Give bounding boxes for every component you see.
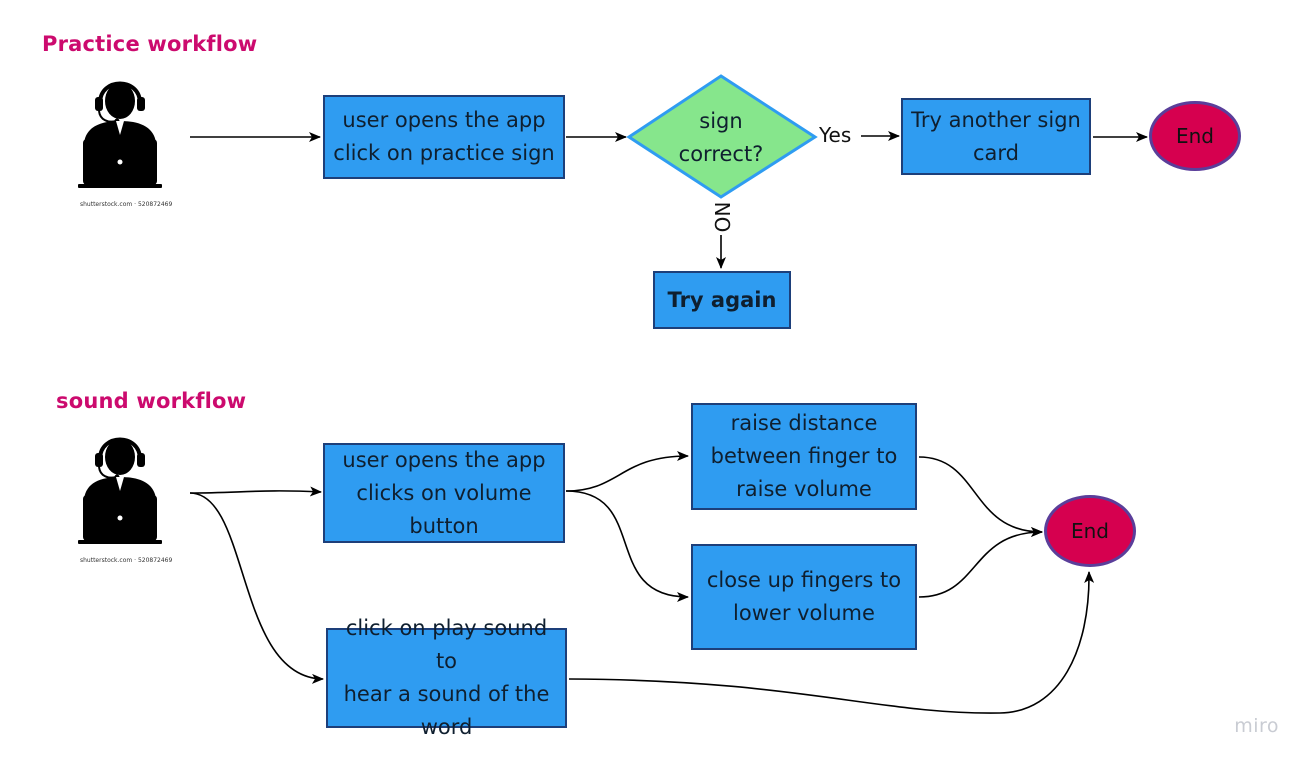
try-again-box: Try again bbox=[653, 271, 791, 329]
arrow-lower-to-end bbox=[918, 527, 1043, 598]
sound-end-node: End bbox=[1044, 495, 1136, 567]
decision-diamond bbox=[626, 74, 818, 199]
lower-volume-box: close up fingers to lower volume bbox=[691, 544, 917, 650]
arrow-volume-to-lower bbox=[565, 490, 689, 602]
yes-label: Yes bbox=[819, 123, 852, 147]
support-agent-icon bbox=[78, 437, 162, 544]
practice-end-node: End bbox=[1149, 101, 1241, 171]
play-sound-box: click on play sound to hear a sound of t… bbox=[326, 616, 567, 739]
no-label: NO bbox=[710, 200, 734, 234]
arrow-agent-to-volume bbox=[189, 486, 322, 497]
decision-label: sign correct? bbox=[678, 109, 764, 166]
sound-workflow-title: sound workflow bbox=[56, 389, 247, 413]
practice-open-app-box: user opens the app click on practice sig… bbox=[323, 95, 565, 179]
arrow-raise-to-end bbox=[918, 456, 1043, 537]
sound-avatar-caption: shutterstock.com · 520872469 bbox=[80, 557, 173, 564]
support-agent-icon bbox=[78, 81, 162, 188]
miro-watermark: miro bbox=[1234, 715, 1279, 737]
practice-avatar-caption: shutterstock.com · 520872469 bbox=[80, 201, 173, 208]
arrow-play-sound-to-end bbox=[568, 571, 1095, 714]
sound-open-app-box: user opens the app clicks on volume butt… bbox=[323, 443, 565, 543]
arrow-volume-to-raise bbox=[565, 451, 689, 492]
practice-workflow-title: Practice workflow bbox=[42, 32, 258, 56]
try-another-sign-card-box: Try another sign card bbox=[901, 98, 1091, 175]
raise-volume-box: raise distance between finger to raise v… bbox=[691, 403, 917, 510]
arrow-agent-to-play-sound bbox=[189, 492, 324, 684]
